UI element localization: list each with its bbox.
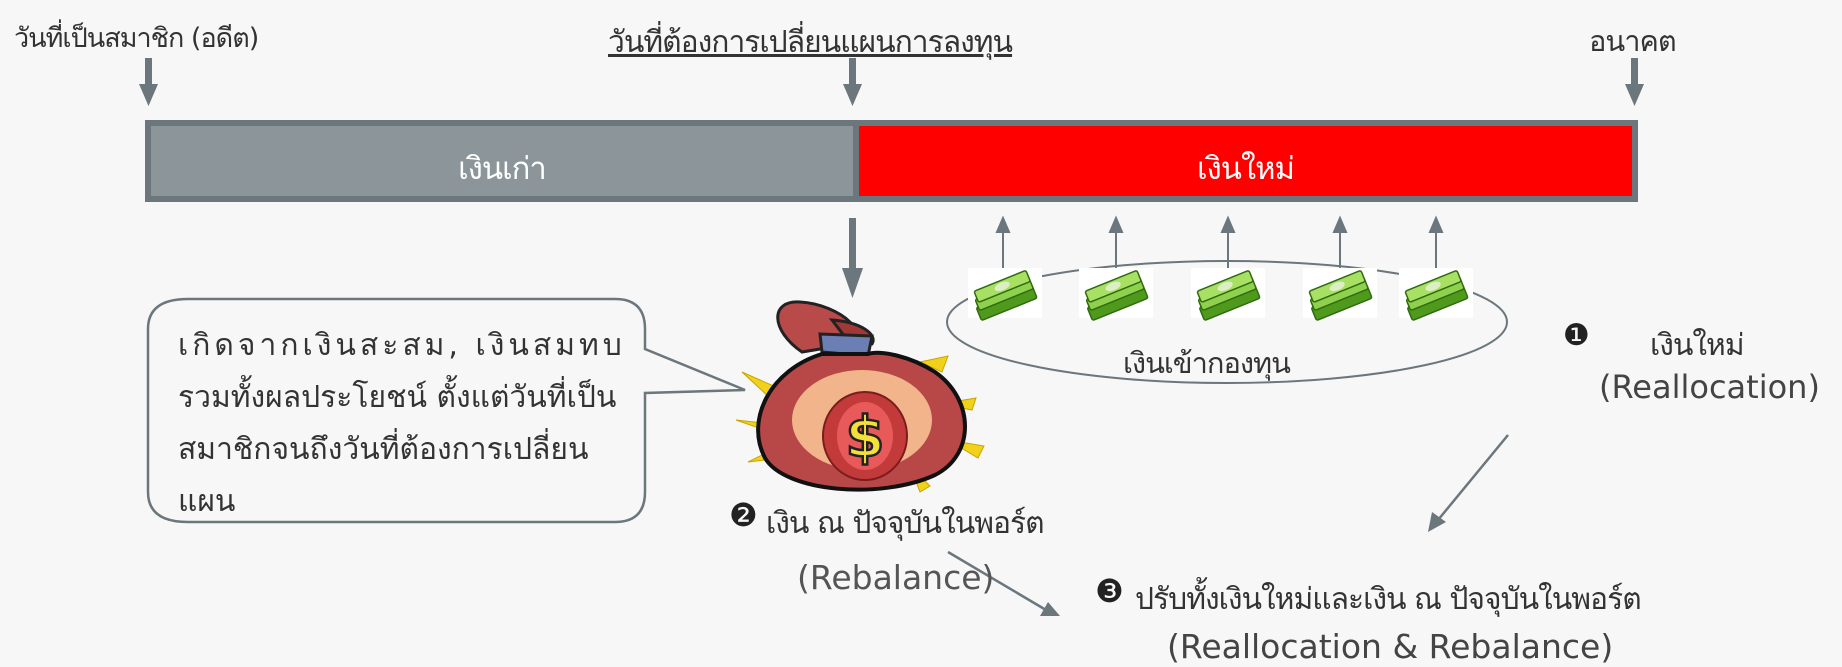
option-2-sublabel: (Rebalance) — [797, 558, 995, 597]
option-3-number: ❸ — [1095, 572, 1124, 610]
money-bag-icon: $ — [735, 300, 985, 493]
option-1-sublabel: (Reallocation) — [1599, 368, 1820, 406]
callout-line-1: เกิดจากเงินสะสม, เงินสมทบ — [178, 328, 626, 363]
cash-bundle-icon — [968, 268, 1473, 321]
new-money-segment: เงินใหม่ — [853, 120, 1638, 202]
reallocation-to-both-arrow — [1437, 434, 1509, 521]
change-date-label: วันที่ต้องการเปลี่ยนแผนการลงทุน — [608, 25, 1013, 60]
option-2-number: ❷ — [729, 496, 758, 534]
option-1-label: เงินใหม่ — [1650, 328, 1745, 363]
past-label: วันที่เป็นสมาชิก (อดีต) — [14, 23, 259, 54]
rebalance-to-both-arrow — [947, 550, 1047, 612]
option-2-label: เงิน ณ ปัจจุบันในพอร์ต — [766, 506, 1045, 541]
old-money-label: เงินเก่า — [458, 151, 547, 187]
future-arrow — [1625, 58, 1644, 106]
old-money-segment: เงินเก่า — [145, 120, 853, 202]
callout-bubble — [146, 297, 746, 524]
past-arrow — [139, 58, 158, 106]
old-money-down-arrow — [842, 218, 863, 298]
new-money-label: เงินใหม่ — [1197, 151, 1295, 187]
change-arrow — [843, 58, 862, 106]
option-1-number: ❶ — [1563, 318, 1590, 353]
callout-line-4: แผน — [178, 484, 236, 519]
callout-line-2: รวมทั้งผลประโยชน์ ตั้งแต่วันที่เป็น — [178, 380, 617, 415]
contribution-label: เงินเข้ากองทุน — [1123, 346, 1291, 380]
option-3-sublabel: (Reallocation & Rebalance) — [1167, 627, 1614, 666]
callout-text: เกิดจากเงินสะสม, เงินสมทบ รวมทั้งผลประโย… — [178, 320, 638, 528]
callout-line-3: สมาชิกจนถึงวันที่ต้องการเปลี่ยน — [178, 432, 589, 467]
future-label: อนาคต — [1589, 24, 1677, 58]
contribution-arrows — [995, 215, 1444, 270]
option-3-label: ปรับทั้งเงินใหม่และเงิน ณ ปัจจุบันในพอร์… — [1135, 582, 1642, 617]
money-bag-symbol: $ — [846, 405, 885, 470]
